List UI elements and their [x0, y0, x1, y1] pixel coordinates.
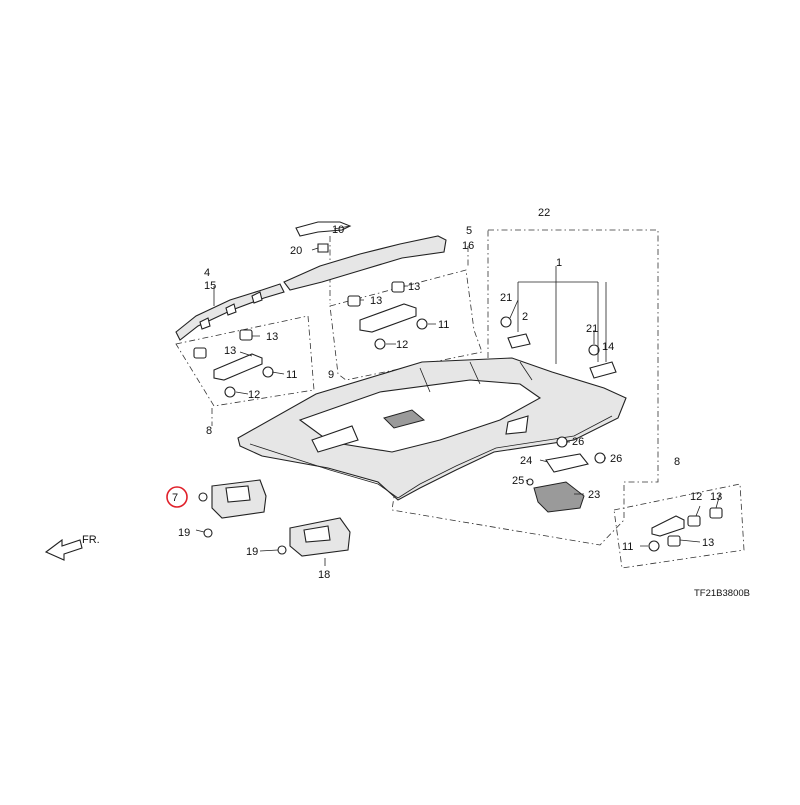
front-label: FR. — [82, 534, 100, 546]
bolt-20 — [317, 243, 329, 253]
callout-26-right: 26 — [610, 453, 622, 465]
callout-21-right: 21 — [586, 323, 598, 335]
callout-15: 15 — [204, 280, 216, 292]
callout-2: 2 — [522, 311, 528, 323]
map-lamp-assembly — [526, 436, 606, 513]
roof-vent-opening — [311, 425, 359, 453]
callout-19-left: 19 — [178, 527, 190, 539]
diagram-code: TF21B3800B — [694, 588, 750, 599]
callouts: 22 1 21 2 21 14 10 5 16 20 4 15 13 13 11… — [172, 207, 722, 581]
callout-11-left: 11 — [286, 369, 297, 381]
callout-13-center-b: 13 — [408, 281, 420, 293]
sun-visor-right — [277, 517, 351, 557]
callout-1: 1 — [556, 257, 562, 269]
callout-12-right: 12 — [690, 491, 702, 503]
callout-5: 5 — [466, 225, 472, 237]
leader-lines — [195, 225, 721, 566]
callout-7: 7 — [172, 492, 178, 504]
clip-19-right — [277, 545, 287, 555]
grab-handle-center — [347, 281, 428, 350]
front-rail-10-16 — [283, 221, 447, 291]
roof-lamp-opening — [383, 409, 426, 429]
callout-12-center: 12 — [396, 339, 408, 351]
sun-visor-left — [198, 479, 267, 538]
callout-13-left-b: 13 — [224, 345, 236, 357]
callout-8-left: 8 — [206, 425, 212, 437]
callout-24: 24 — [520, 455, 532, 467]
callout-18: 18 — [318, 569, 330, 581]
callout-9: 9 — [328, 369, 334, 381]
callout-13-right-b: 13 — [702, 537, 714, 549]
group-outline-9 — [329, 269, 483, 381]
callout-16: 16 — [462, 240, 474, 252]
callout-21-left: 21 — [500, 292, 512, 304]
callout-13-center-a: 13 — [370, 295, 382, 307]
clip-19-left — [203, 528, 213, 538]
callout-19-right: 19 — [246, 546, 258, 558]
callout-11-right: 11 — [622, 541, 633, 553]
highlight-ring — [166, 486, 188, 508]
callout-10: 10 — [332, 224, 344, 236]
callout-26-top: 26 — [572, 436, 584, 448]
callout-13-right-a: 13 — [710, 491, 722, 503]
callout-25: 25 — [512, 475, 524, 487]
roof-brackets — [500, 316, 617, 379]
callout-23: 23 — [588, 489, 600, 501]
grab-handle-left — [193, 329, 274, 398]
callout-20: 20 — [290, 245, 302, 257]
callout-4: 4 — [204, 267, 210, 279]
front-arrow: FR. — [44, 534, 100, 561]
callout-11-center: 11 — [438, 319, 449, 331]
side-rail-4-15 — [175, 283, 285, 341]
callout-14: 14 — [602, 341, 614, 353]
group-outline-8-right — [613, 483, 745, 569]
callout-12-left: 12 — [248, 389, 260, 401]
roof-headliner — [237, 357, 627, 501]
grab-handle-right — [648, 507, 723, 552]
callout-8-right: 8 — [674, 456, 680, 468]
callout-13-left-a: 13 — [266, 331, 278, 343]
callout-22: 22 — [538, 207, 550, 219]
